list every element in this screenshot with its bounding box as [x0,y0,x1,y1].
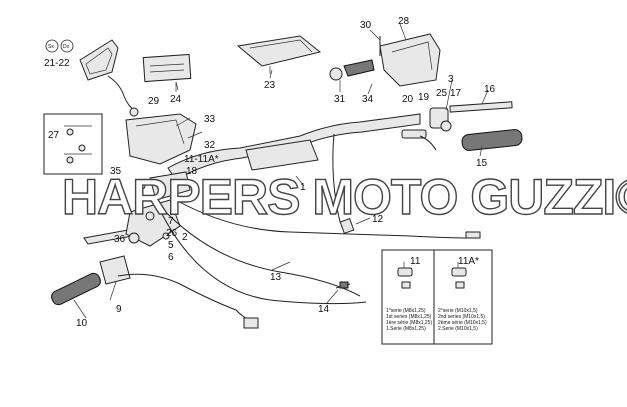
callout-12: 12 [372,214,384,225]
switch-detail-box [43,113,103,175]
note-right-1: 2°serie (M10x1,5) [438,308,478,314]
note-right-2: 2nd series (M10x1,5) [438,314,485,320]
callout-1: 1 [300,182,306,193]
callout-18: 18 [186,166,198,177]
callout-6: 6 [168,252,174,263]
leader-lines [73,23,489,319]
right-handguard-part [329,33,441,87]
callout-30: 30 [360,20,372,31]
throttle-part [401,129,437,151]
callout-7: 7 [168,216,174,227]
callout-33: 33 [204,114,216,125]
pouch-part [236,35,322,74]
callout-19: 19 [418,92,430,103]
callout-36: 36 [114,234,126,245]
box-notes-left: 1°serie (M8x1,25) 1st series (M8x1,25) 1… [386,308,432,332]
callout-28: 28 [398,16,410,27]
callout-20: 20 [402,94,414,105]
callout-31: 31 [334,94,346,105]
callout-3: 3 [448,74,454,85]
mirror-part [79,39,139,117]
note-left-1: 1°serie (M8x1,25) [386,308,426,314]
callout-10: 10 [76,318,88,329]
cables-part [159,133,481,305]
note-right-3: 2ème série (M10x1,5) [438,320,487,326]
callout-17: 17 [450,88,462,99]
right-grip-part [429,101,523,151]
callout-21-22: 21-22 [44,58,70,69]
callout-27: 27 [48,130,60,141]
left-handguard-part [125,113,197,165]
callout-sx: Sx [48,44,54,50]
callout-14: 14 [318,304,330,315]
callout-29: 29 [148,96,160,107]
handlebar-part [167,113,421,181]
callout-13: 13 [270,272,282,283]
callout-34: 34 [362,94,374,105]
callout-11-11a: 11-11A* [184,154,219,165]
note-left-2: 1st series (M8x1,25) [386,314,432,320]
note-left-4: 1.Serie (M8x1,25) [386,326,426,332]
callout-dx: Dx [63,44,70,50]
callout-25: 25 [436,88,448,99]
callout-24: 24 [170,94,182,105]
box-notes-right: 2°serie (M10x1,5) 2nd series (M10x1,5) 2… [438,308,487,332]
callout-35: 35 [110,166,122,177]
callout-5: 5 [168,240,174,251]
note-right-4: 2.Serie (M10x1,5) [438,326,478,332]
watermark-text: HARPERS MOTO GUZZI© [62,169,627,225]
callout-labels: 30 28 23 24 21-22 Sx Dx 31 34 3 20 19 25… [44,16,496,329]
left-lever-part [83,199,181,247]
callout-box-11a: 11A* [458,256,479,267]
left-grip-part [51,255,259,329]
manual-part [142,53,192,91]
callout-2: 2 [182,232,188,243]
callout-9: 9 [116,304,122,315]
callout-16: 16 [484,84,496,95]
callout-26: 26 [166,228,178,239]
left-switch-part [138,171,191,201]
detail-box-11 [381,249,435,345]
note-left-3: 1ère série (M8x1,25) [386,320,432,326]
screw-part [335,281,351,289]
detail-box-11a [433,249,493,345]
callout-23: 23 [264,80,276,91]
callout-box-11: 11 [410,256,421,267]
callout-15: 15 [476,158,488,169]
callout-32: 32 [204,140,216,151]
